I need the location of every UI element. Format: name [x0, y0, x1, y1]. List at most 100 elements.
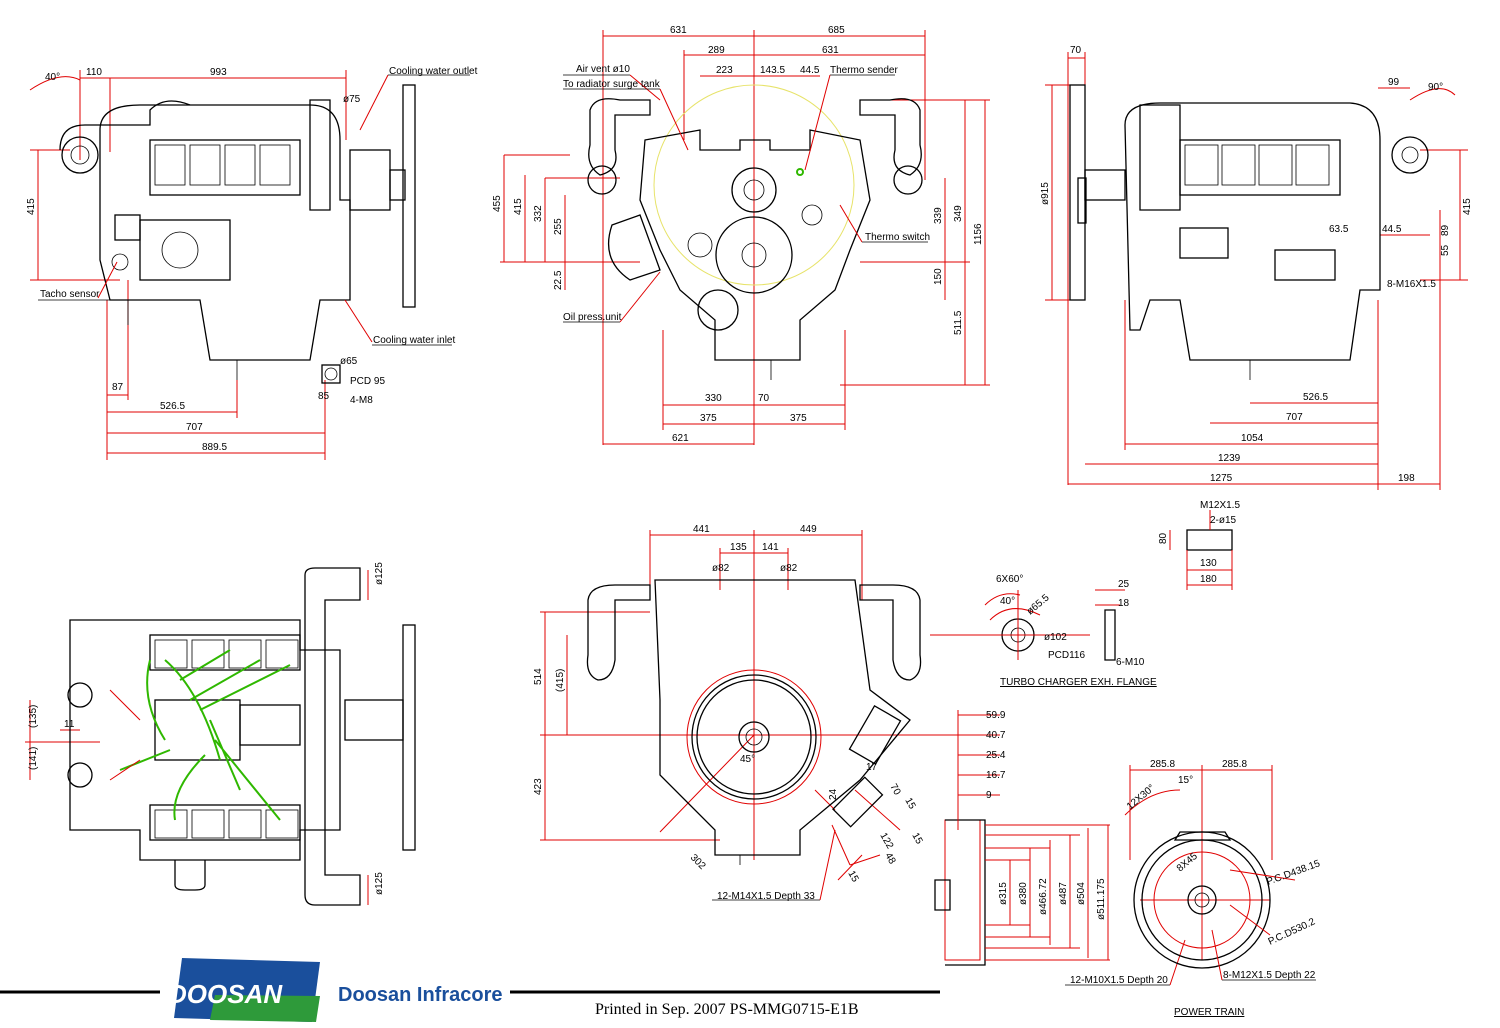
- print-note: Printed in Sep. 2007 PS-MMG0715-E1B: [595, 1001, 859, 1018]
- dim-993: 993: [210, 67, 227, 78]
- dim-110: 110: [86, 67, 102, 78]
- dim-25-4: 25.4: [986, 750, 1006, 761]
- dim-631b: 631: [822, 45, 839, 56]
- mount-detail: M12X1.5 2-ø15 80 130 180: [1158, 500, 1240, 590]
- dim-1156: 1156: [973, 223, 984, 245]
- dim-55: 55: [1440, 244, 1451, 256]
- rear-view: 441 449 135 141 ø82 ø82 514 (415) 423 45…: [533, 524, 990, 902]
- callout-12-m10: 12-M10X1.5 Depth 20: [1070, 975, 1168, 986]
- dim-63-5: 63.5: [1329, 224, 1349, 235]
- dim-423: 423: [533, 778, 544, 795]
- callout-oil-press-unit: Oil press.unit: [563, 312, 622, 323]
- dim-631: 631: [670, 25, 687, 36]
- dim-135b: 135: [730, 542, 747, 553]
- dim-180: 180: [1200, 574, 1217, 585]
- dim-dia75: ø75: [343, 94, 361, 105]
- dim-349: 349: [953, 205, 964, 222]
- dim-223: 223: [716, 65, 733, 76]
- dim-70c: 70: [887, 782, 902, 798]
- dim-17: 17: [866, 762, 878, 773]
- dim-4-m8: 4-M8: [350, 395, 373, 406]
- dim-375-right: 375: [790, 413, 807, 424]
- dim-514: 514: [533, 668, 544, 685]
- dim-dia82-right: ø82: [780, 563, 798, 574]
- dim-48: 48: [882, 851, 897, 867]
- dim-40-7: 40.7: [986, 730, 1006, 741]
- dim-dia82-left: ø82: [712, 563, 730, 574]
- dim-415c: 415: [1462, 198, 1473, 215]
- dim-85: 85: [318, 391, 330, 402]
- left-side-view: 993 110 40° 415 ø75 87 526.5 707 889.5 ø…: [26, 66, 478, 460]
- dim-685: 685: [828, 25, 845, 36]
- dim-45deg: 45°: [740, 754, 755, 765]
- dim-pcd530: P.C.D530.2: [1267, 916, 1318, 947]
- dim-pcd116: PCD116: [1048, 650, 1085, 661]
- dim-dia487: ø487: [1058, 882, 1069, 905]
- dim-44-5: 44.5: [800, 65, 820, 76]
- dim-18: 18: [1118, 598, 1130, 609]
- logo-text: DOOSAN: [168, 979, 283, 1009]
- dim-dia65: ø65: [340, 356, 358, 367]
- dim-150: 150: [933, 268, 944, 285]
- top-view: ø125 ø125 (135) 11 (141): [25, 562, 416, 906]
- dim-707: 707: [186, 422, 203, 433]
- dim-141b: 141: [762, 542, 779, 553]
- dim-415: 415: [26, 198, 37, 215]
- dim-40deg: 40°: [1000, 596, 1015, 607]
- footer: DOOSAN Doosan Infracore Printed in Sep. …: [0, 958, 940, 1022]
- dim-511-5: 511.5: [953, 310, 964, 335]
- flywheel-section: 59.9 40.7 25.4 16.7 9 ø315 ø380 ø466.72 …: [934, 710, 1186, 986]
- dim-24: 24: [828, 788, 839, 800]
- dim-89: 89: [1440, 224, 1451, 236]
- dim-dia380: ø380: [1018, 882, 1029, 905]
- dim-285-8-left: 285.8: [1150, 759, 1175, 770]
- dim-339: 339: [933, 207, 944, 224]
- dim-441: 441: [693, 524, 710, 535]
- dim-44-5b: 44.5: [1382, 224, 1402, 235]
- dim-255: 255: [553, 218, 564, 235]
- callout-thermo-sender: Thermo sender: [830, 65, 898, 76]
- dim-15a: 15: [902, 796, 917, 812]
- doosan-logo: DOOSAN: [168, 958, 320, 1022]
- dim-16-7: 16.7: [986, 770, 1006, 781]
- dim-526-5b: 526.5: [1303, 392, 1328, 403]
- callout-cooling-water-inlet: Cooling water inlet: [373, 335, 455, 346]
- dim-707b: 707: [1286, 412, 1303, 423]
- dim-25: 25: [1118, 579, 1130, 590]
- dim-dia125-bottom: ø125: [374, 872, 385, 895]
- dim-6-m10: 6-M10: [1116, 657, 1145, 668]
- brand-name: Doosan Infracore: [338, 984, 502, 1006]
- power-train-title: POWER TRAIN: [1174, 1007, 1244, 1018]
- dim-332: 332: [533, 205, 544, 222]
- dim-dia511: ø511.175: [1096, 878, 1107, 920]
- dim-9: 9: [986, 790, 992, 801]
- dim-415-paren: (415): [555, 669, 566, 692]
- callout-air-vent: Air vent ø10: [576, 64, 630, 75]
- dim-dia504: ø504: [1076, 882, 1087, 905]
- dim-80: 80: [1158, 532, 1169, 544]
- dim-dia102: ø102: [1044, 632, 1067, 643]
- callout-tacho-sensor: Tacho sensor: [40, 289, 100, 300]
- dim-70: 70: [758, 393, 770, 404]
- dim-angle: 40°: [45, 72, 60, 83]
- turbo-flange-detail: 6X60° 40° ø65.5 ø102 PCD116 25 18 6-M10 …: [930, 574, 1157, 688]
- flange-title: TURBO CHARGER EXH. FLANGE: [1000, 677, 1157, 688]
- dim-dia466: ø466.72: [1038, 878, 1049, 915]
- callout-thermo-switch: Thermo switch: [865, 232, 930, 243]
- dim-455: 455: [492, 195, 503, 212]
- dim-198: 198: [1398, 473, 1415, 484]
- front-view: 631 685 289 631 223 143.5 44.5 455 415 3…: [492, 25, 990, 445]
- dim-375-left: 375: [700, 413, 717, 424]
- dim-dia65-5: ø65.5: [1025, 592, 1052, 617]
- dim-330: 330: [705, 393, 722, 404]
- dim-415b: 415: [513, 198, 524, 215]
- dim-dia125-top: ø125: [374, 562, 385, 585]
- dim-87: 87: [112, 382, 124, 393]
- dim-526-5: 526.5: [160, 401, 185, 412]
- dim-2-dia15: 2-ø15: [1210, 515, 1237, 526]
- dim-1275: 1275: [1210, 473, 1233, 484]
- dim-15deg: 15°: [1178, 775, 1193, 786]
- dim-15b: 15: [845, 869, 860, 885]
- dim-141: (141): [28, 747, 39, 770]
